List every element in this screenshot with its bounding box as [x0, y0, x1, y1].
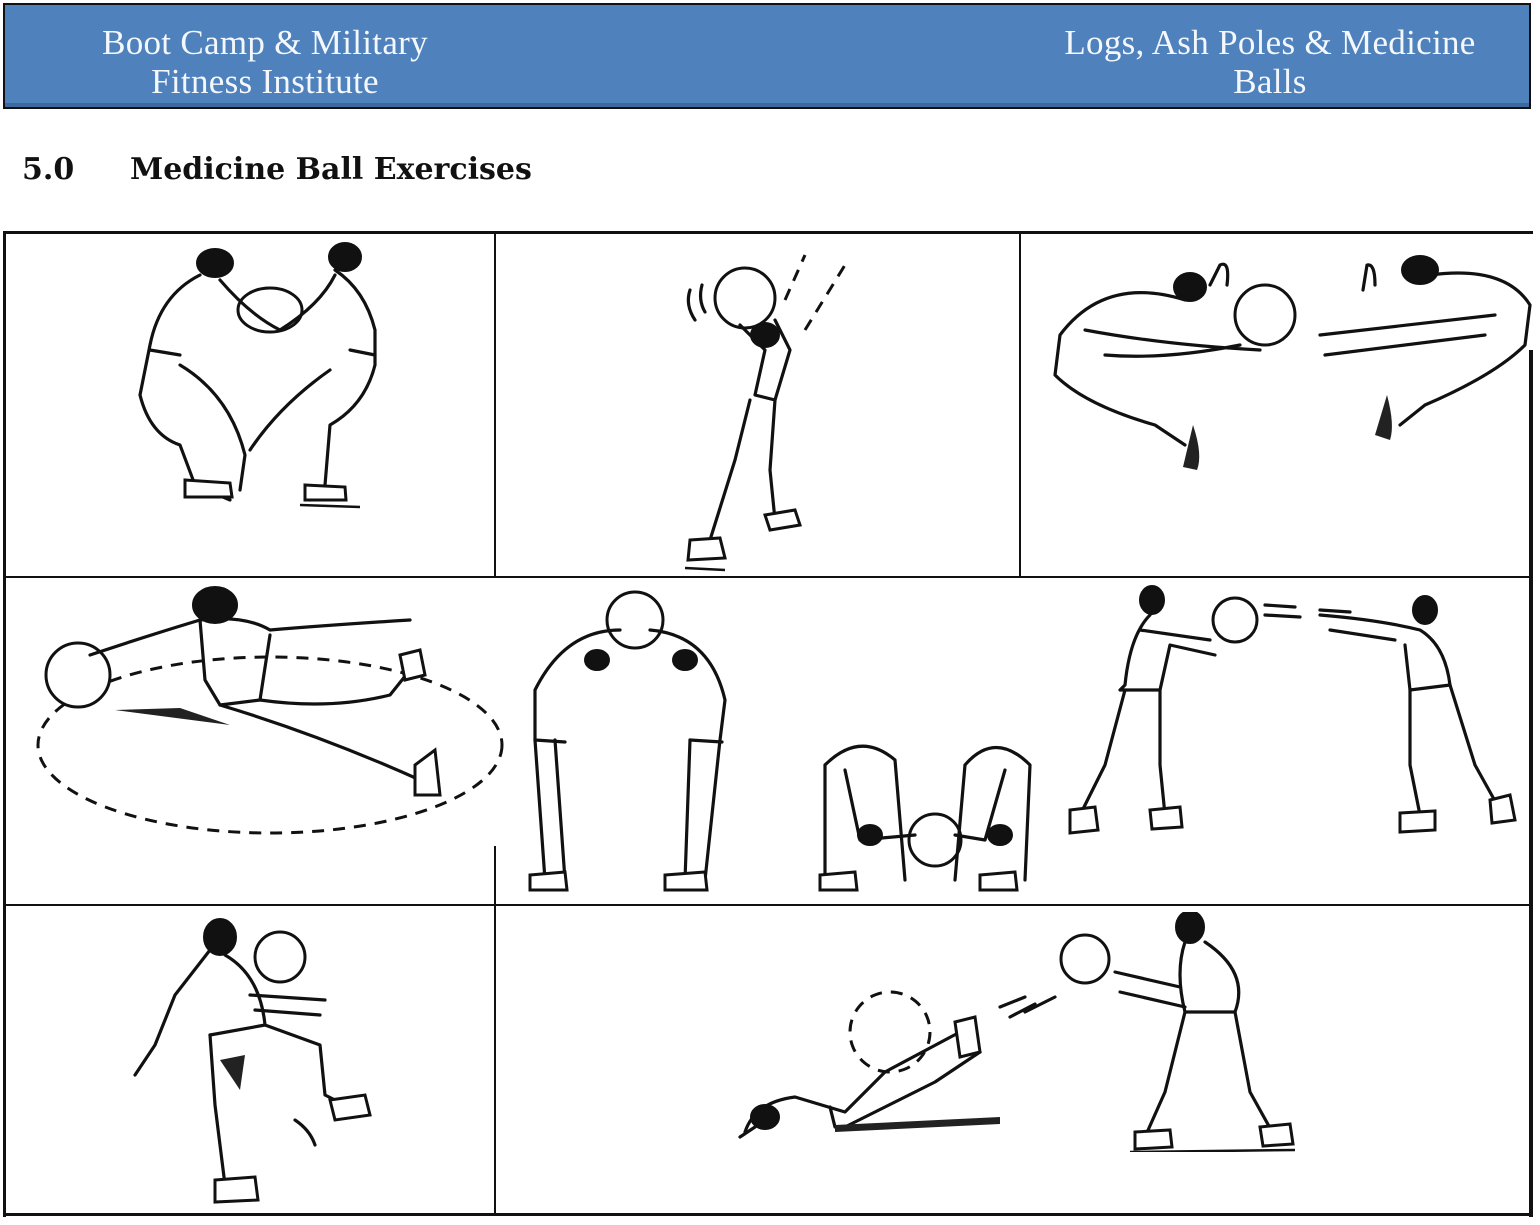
section-title: Medicine Ball Exercises: [130, 152, 532, 187]
illustration-v-sit-pass: [1045, 245, 1535, 475]
man-floor-ball-roll-icon: [36, 586, 504, 835]
two-men-arch-bend-pass-icon: [528, 590, 1032, 892]
section-number: 5.0: [22, 152, 75, 187]
illustration-arch-and-bend-pass: [525, 590, 1035, 900]
illustration-chest-pass: [1050, 585, 1525, 845]
grid-border-left: [3, 231, 6, 1217]
grid-col-divider-r3: [494, 906, 496, 1214]
illustration-supine-kick-pass: [735, 912, 1305, 1152]
supine-kick-pass-to-partner-icon: [738, 912, 1296, 1152]
header-right-line-1: Logs, Ash Poles & Medicine: [1064, 23, 1476, 62]
document-header-banner: Boot Camp & Military Fitness Institute L…: [3, 3, 1531, 109]
man-overhead-throw-icon: [684, 254, 847, 572]
two-men-wrestling-ball-icon: [138, 242, 377, 509]
header-right-line-2: Balls: [1233, 62, 1307, 101]
header-chapter-title: Logs, Ash Poles & Medicine Balls: [1035, 23, 1505, 101]
grid-col-divider-r2: [494, 846, 496, 906]
two-men-v-sit-pass-icon: [1053, 255, 1532, 470]
grid-row-divider-1: [3, 576, 1533, 578]
header-left-line-2: Fitness Institute: [151, 62, 379, 101]
header-institute-title: Boot Camp & Military Fitness Institute: [75, 23, 455, 101]
grid-col-divider-r1-b: [1019, 233, 1021, 577]
illustration-knee-kick: [130, 915, 375, 1210]
grid-border-bottom: [3, 1213, 1533, 1216]
illustration-ball-wrestle: [120, 235, 400, 515]
grid-border-right: [1529, 350, 1533, 1217]
two-men-chest-pass-icon: [1068, 585, 1517, 835]
man-knee-ball-icon: [133, 918, 372, 1204]
grid-row-divider-2: [3, 904, 1533, 906]
illustration-floor-roll: [30, 580, 505, 840]
grid-col-divider-r1-a: [494, 233, 496, 577]
grid-border-top: [3, 231, 1533, 234]
section-heading: 5.0 Medicine Ball Exercises: [22, 152, 532, 187]
header-left-line-1: Boot Camp & Military: [102, 23, 428, 62]
illustration-overhead-throw: [680, 240, 870, 575]
